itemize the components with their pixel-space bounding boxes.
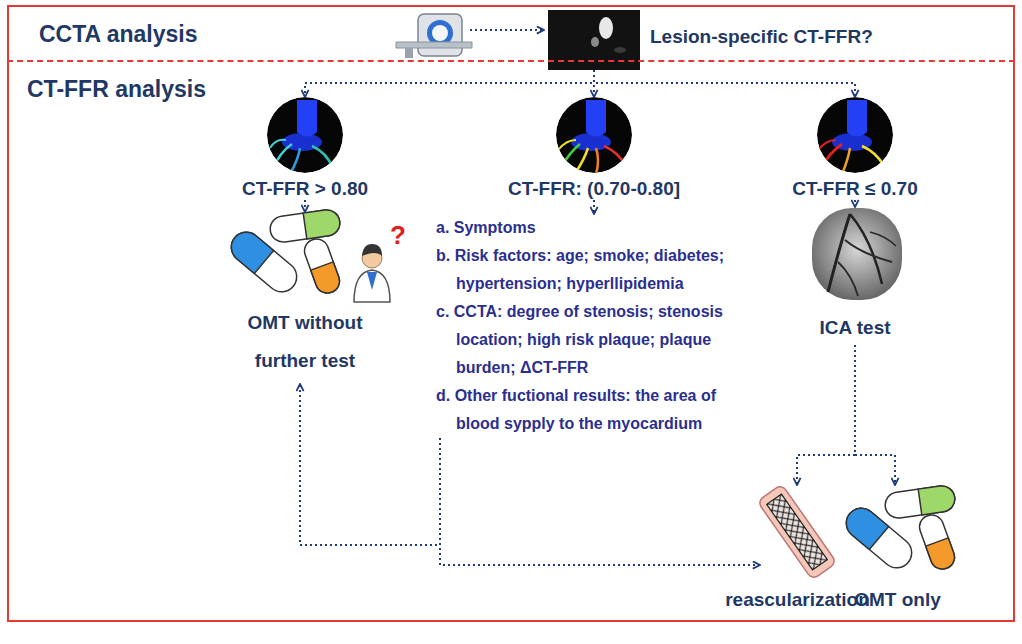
node-label: CT-FFR analysis (27, 76, 206, 103)
node-label: Lesion-specific CT-FFR? (650, 26, 873, 48)
ct-ffr-render (817, 97, 893, 174)
ct-ffr-render (267, 97, 343, 174)
dotted-connector (300, 384, 440, 545)
node-label: CT-FFR > 0.80 (225, 178, 385, 200)
dotted-connector (593, 200, 595, 214)
section-band: CT-FFR analysisCT-FFR > 0.80 CT-FFR: (0.7… (7, 62, 1015, 622)
treatment-node: reascularization (760, 485, 835, 577)
result-circle: CT-FFR > 0.80 (225, 97, 385, 200)
node-label: reascularization (725, 589, 870, 611)
list-item: d. Other fuctional results: the area of … (436, 382, 736, 438)
dotted-connector (305, 70, 594, 97)
pills-icon (840, 484, 958, 574)
dotted-connector (854, 200, 856, 207)
result-circle: CT-FFR ≤ 0.70 (775, 97, 935, 200)
angiogram-image (812, 208, 902, 300)
dotted-connector (593, 70, 595, 97)
stent-icon (757, 484, 837, 580)
doctor-icon (354, 244, 390, 302)
node-label: OMT only (854, 589, 941, 611)
dotted-arrow (470, 29, 544, 31)
list-item: b. Risk factors: age; smoke; diabetes; h… (436, 242, 736, 298)
section-band: CCTA analysis Lesion-specific CT-FFR? (7, 5, 1015, 62)
node-label: CT-FFR: (0.70-0.80] (494, 178, 694, 200)
node-label: CCTA analysis (39, 21, 198, 48)
result-circle: CT-FFR: (0.70-0.80] (494, 97, 694, 200)
image-node: Lesion-specific CT-FFR? (548, 10, 640, 70)
node-label: OMT without further test (220, 304, 390, 380)
ct-ffr-render (556, 97, 632, 174)
dotted-connector (594, 70, 855, 97)
pills-icon (225, 208, 343, 298)
node-label: ICA test (805, 317, 905, 339)
ct-scanner (396, 14, 472, 58)
treatment-node: OMT only (845, 485, 950, 577)
criteria-list: a. Symptomsb. Risk factors: age; smoke; … (436, 214, 736, 438)
dotted-connector (440, 438, 760, 565)
treatment-node: OMT without further test (215, 212, 395, 384)
list-item: a. Symptoms (436, 214, 736, 242)
list-item: c. CCTA: degree of stenosis; stenosis lo… (436, 298, 736, 382)
dotted-connector (304, 200, 306, 212)
dotted-connector (855, 345, 895, 485)
dotted-connector (797, 345, 855, 485)
test-node: ICA test (805, 207, 905, 345)
node-label: CT-FFR ≤ 0.70 (775, 178, 935, 200)
question-mark: ? (390, 220, 406, 251)
